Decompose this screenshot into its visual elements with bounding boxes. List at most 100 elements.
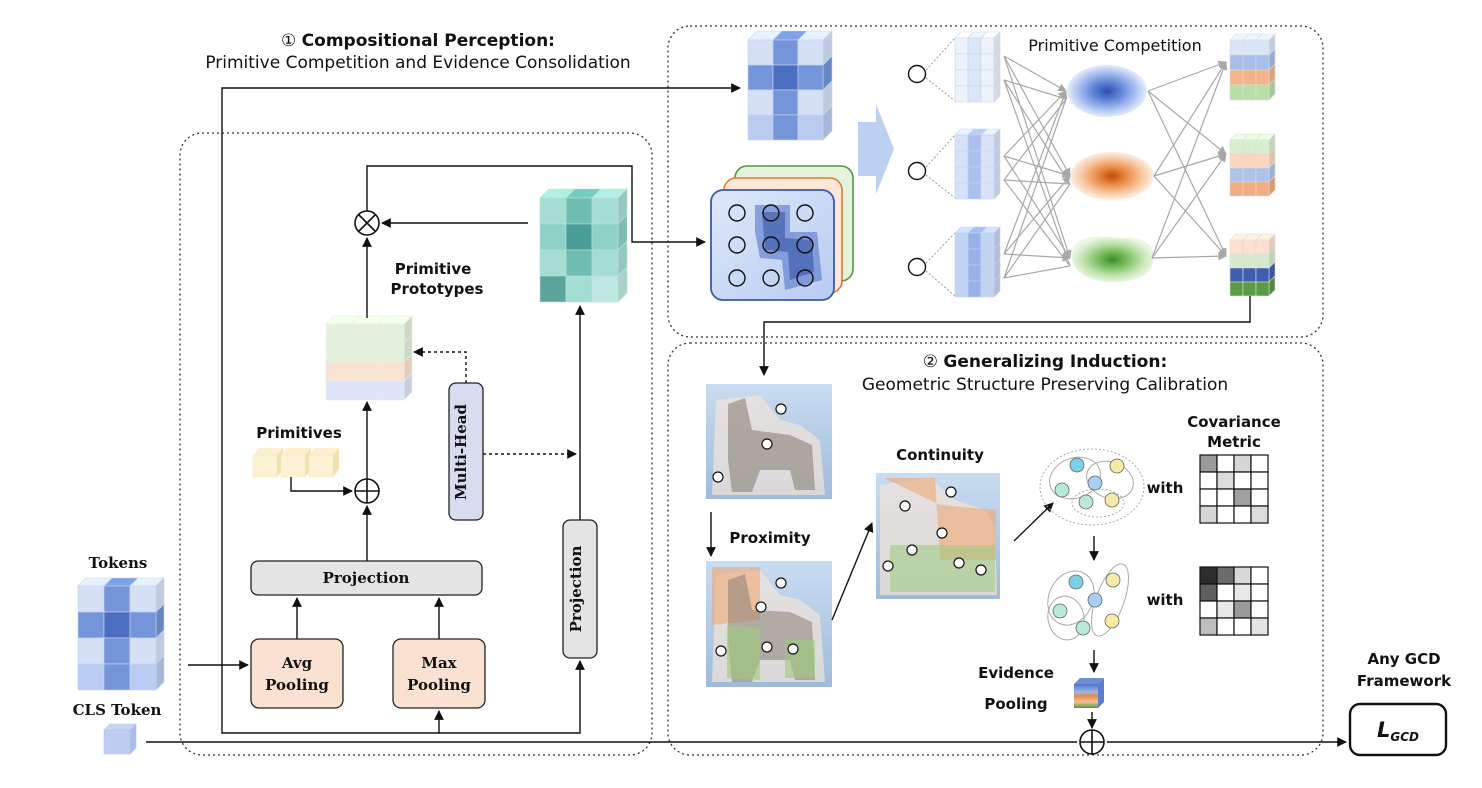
add-operator-left [354, 478, 380, 504]
covariance-matrix-1 [1199, 454, 1269, 524]
matrix-cell [1216, 505, 1235, 524]
prototypes-line1: Primitive [395, 260, 472, 278]
cluster-ellipse [1071, 488, 1125, 518]
avg-pooling-box [250, 638, 344, 709]
photo-point [775, 403, 787, 415]
part1-subtitle: Primitive Competition and Evidence Conso… [205, 53, 630, 73]
induction-connectors [706, 502, 1099, 729]
multihead-dotted-connectors [413, 347, 577, 459]
photo-point [715, 645, 727, 657]
matrix-cell [1199, 600, 1218, 619]
cluster-point [1052, 603, 1068, 619]
cluster-ellipse [1039, 448, 1145, 526]
map-point [728, 236, 746, 254]
photo-point [755, 601, 767, 613]
evidence-pooled-cube [1074, 678, 1104, 708]
matrix-cell [1250, 488, 1269, 507]
spatial-attention-maps [710, 165, 854, 301]
part2-subtitle: Geometric Structure Preserving Calibrati… [862, 375, 1228, 395]
left-connectors [146, 83, 1347, 747]
matrix-cell [1250, 471, 1269, 490]
feature-map-cube-cells [747, 30, 833, 141]
cluster-point [1087, 592, 1103, 608]
photo-point [906, 544, 918, 556]
photo-point [945, 486, 957, 498]
matrix-cell [1216, 488, 1235, 507]
matrix-cell [1233, 583, 1252, 602]
primitives-label: Primitives [256, 424, 342, 442]
photo-points [712, 403, 987, 657]
map-point [728, 204, 746, 222]
primitive-cube-3 [954, 226, 1001, 298]
matrix-cell [1250, 583, 1269, 602]
map-point [762, 269, 780, 287]
matrix-cell [1199, 488, 1218, 507]
gcd-loss-box [1348, 702, 1448, 757]
matrix-cell [1250, 600, 1269, 619]
output-cube-1 [1229, 33, 1276, 101]
map-point [796, 236, 814, 254]
primitive-competition-panel [667, 25, 1324, 338]
matrix-cell [1233, 566, 1252, 585]
attention-map-points [728, 204, 814, 287]
matrix-cell [1199, 454, 1218, 473]
matrix-cell [1216, 617, 1235, 636]
cluster-ellipse [1047, 595, 1085, 641]
competition-blob-blue [1067, 65, 1147, 117]
max-pooling-line1: Max [421, 654, 457, 672]
query-circles [907, 64, 927, 277]
prototypes-line2: Prototypes [391, 280, 484, 298]
cluster-point [1087, 475, 1103, 491]
matrix-cell [1250, 454, 1269, 473]
photo-point [712, 471, 724, 483]
primitive-cube-1 [954, 31, 1001, 103]
matrix-cell [1199, 505, 1218, 524]
matrix-cell [1233, 488, 1252, 507]
matrix-cell [1250, 505, 1269, 524]
covariance-line2: Metric [1207, 433, 1261, 451]
to-induction-connector [759, 296, 1251, 376]
matrix-cell [1233, 600, 1252, 619]
matrix-cell [1216, 583, 1235, 602]
output-cube-3 [1229, 233, 1276, 297]
multi-head-label: Multi-Head [452, 403, 470, 499]
matrix-cell [1216, 454, 1235, 473]
matrix-cell [1216, 566, 1235, 585]
matrix-cell [1199, 583, 1218, 602]
cluster-point [1075, 620, 1091, 636]
feature-map-cube [747, 30, 833, 141]
map-point [796, 269, 814, 287]
photo-point [975, 564, 987, 576]
photo-point [775, 577, 787, 589]
photo-point [787, 643, 799, 655]
cls-token-label: CLS Token [73, 701, 162, 719]
map-point [762, 236, 780, 254]
photo-point [899, 500, 911, 512]
generalizing-induction-panel [667, 342, 1324, 756]
primitive-cubes [954, 31, 1001, 298]
evidence-line2: Pooling [984, 695, 1047, 713]
cls-token-cube [103, 723, 137, 755]
matrix-cell [1233, 471, 1252, 490]
max-pooling-box [392, 638, 486, 709]
map-point [796, 204, 814, 222]
competition-blob-green [1071, 236, 1154, 283]
matrix-cell [1216, 471, 1235, 490]
multiply-operator [354, 210, 380, 236]
cluster-point [1054, 482, 1070, 498]
evidence-line1: Evidence [978, 664, 1054, 682]
framework-line1: Any GCD [1367, 650, 1440, 668]
photo-point [882, 560, 894, 572]
matrix-cell [1216, 600, 1235, 619]
cluster-ellipse [1047, 570, 1095, 626]
competition-output-cubes [1229, 33, 1276, 297]
photo-point [953, 557, 965, 569]
teal-feature-cube [539, 188, 628, 303]
part1-title: ① Compositional Perception: [281, 31, 555, 51]
matrix-cell [1233, 505, 1252, 524]
proximity-label: Proximity [729, 529, 810, 547]
query-fans [925, 37, 956, 297]
matrix-cell [1199, 617, 1218, 636]
flow-arrow [858, 104, 894, 194]
